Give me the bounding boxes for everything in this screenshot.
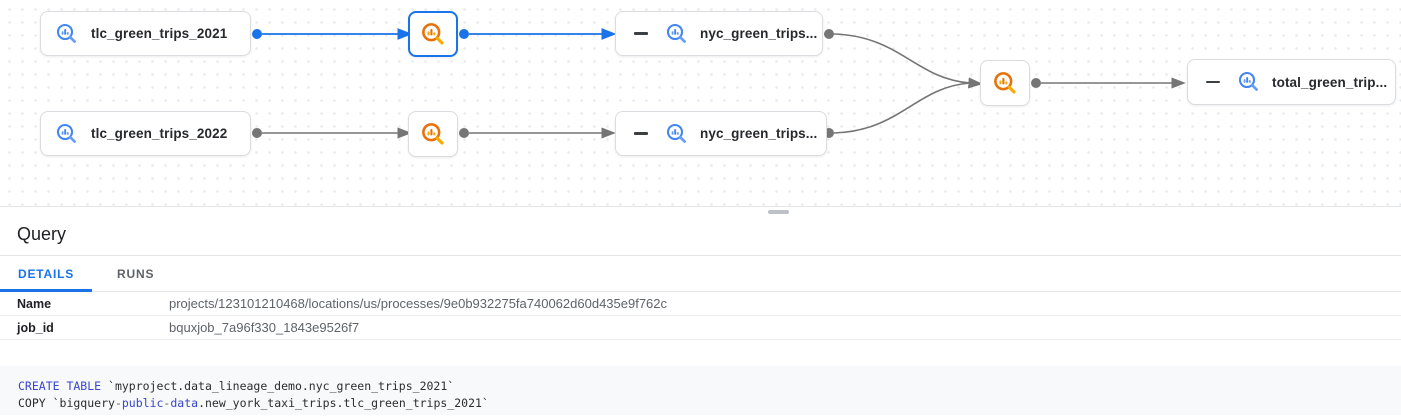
edge-dot (252, 128, 262, 138)
collapse-minus-icon[interactable] (634, 132, 648, 135)
lineage-node-label: nyc_green_trips... (700, 26, 818, 41)
lineage-node-tlc-green-trips-2022[interactable]: tlc_green_trips_2022 (40, 111, 251, 156)
tab-bar: DETAILS RUNS (0, 256, 1401, 292)
edge-dot (459, 29, 469, 39)
panel-resizer (0, 207, 1401, 217)
lineage-node-tlc-green-trips-2021[interactable]: tlc_green_trips_2021 (40, 11, 251, 56)
bigquery-table-icon (665, 122, 689, 146)
sql-line-1: CREATE TABLE `myproject.data_lineage_dem… (18, 379, 455, 393)
edge-nyc2022-to-union (833, 82, 971, 134)
collapse-minus-icon[interactable] (634, 32, 648, 35)
lineage-graph-canvas[interactable]: tlc_green_trips_2021 nyc_green_trips... … (0, 0, 1401, 207)
sql-code-block: CREATE TABLE `myproject.data_lineage_dem… (0, 366, 1401, 415)
tab-label: RUNS (117, 267, 155, 281)
lineage-node-label: tlc_green_trips_2021 (91, 26, 228, 41)
bigquery-table-icon (55, 122, 79, 146)
edge-dot (252, 29, 262, 39)
panel-title: Query (0, 217, 1401, 256)
table-row-job-id: job_id bquxjob_7a96f330_1843e9526f7 (0, 316, 1401, 340)
lineage-node-nyc-green-trips-2021[interactable]: nyc_green_trips... (615, 11, 823, 56)
row-key: job_id (17, 320, 54, 335)
bigquery-table-icon (55, 22, 79, 46)
bigquery-table-icon (1237, 70, 1261, 94)
lineage-node-nyc-green-trips-2022[interactable]: nyc_green_trips... (615, 111, 827, 156)
tab-label: DETAILS (18, 267, 75, 281)
bigquery-table-icon (665, 22, 689, 46)
edge-dot (459, 128, 469, 138)
tab-runs[interactable]: RUNS (92, 256, 179, 292)
details-panel: Query DETAILS RUNS Name projects/1231012… (0, 217, 1401, 415)
query-process-icon (992, 70, 1019, 97)
tab-details[interactable]: DETAILS (0, 256, 92, 292)
lineage-node-label: total_green_trip... (1272, 74, 1388, 90)
edge-dot (1031, 78, 1041, 88)
row-value: projects/123101210468/locations/us/proce… (169, 296, 668, 311)
details-table: Name projects/123101210468/locations/us/… (0, 292, 1401, 340)
table-row-name: Name projects/123101210468/locations/us/… (0, 292, 1401, 316)
lineage-node-total-green-trips[interactable]: total_green_trip... (1187, 59, 1396, 105)
lineage-node-label: nyc_green_trips... (700, 126, 818, 141)
lineage-node-label: tlc_green_trips_2022 (91, 126, 228, 141)
query-process-icon (420, 121, 447, 148)
spacer (0, 340, 1401, 366)
query-process-icon (420, 21, 447, 48)
lineage-process-node-2021[interactable] (408, 11, 458, 57)
lineage-process-node-union[interactable] (980, 60, 1030, 106)
drag-handle[interactable] (768, 210, 789, 214)
row-key: Name (17, 296, 52, 311)
sql-line-2: COPY `bigquery-public-data.new_york_taxi… (18, 396, 489, 410)
collapse-minus-icon[interactable] (1206, 80, 1220, 84)
edge-nyc2021-to-union (833, 33, 983, 89)
edge-dot (824, 29, 834, 39)
row-value: bquxjob_7a96f330_1843e9526f7 (169, 320, 360, 335)
lineage-process-node-2022[interactable] (408, 111, 458, 157)
